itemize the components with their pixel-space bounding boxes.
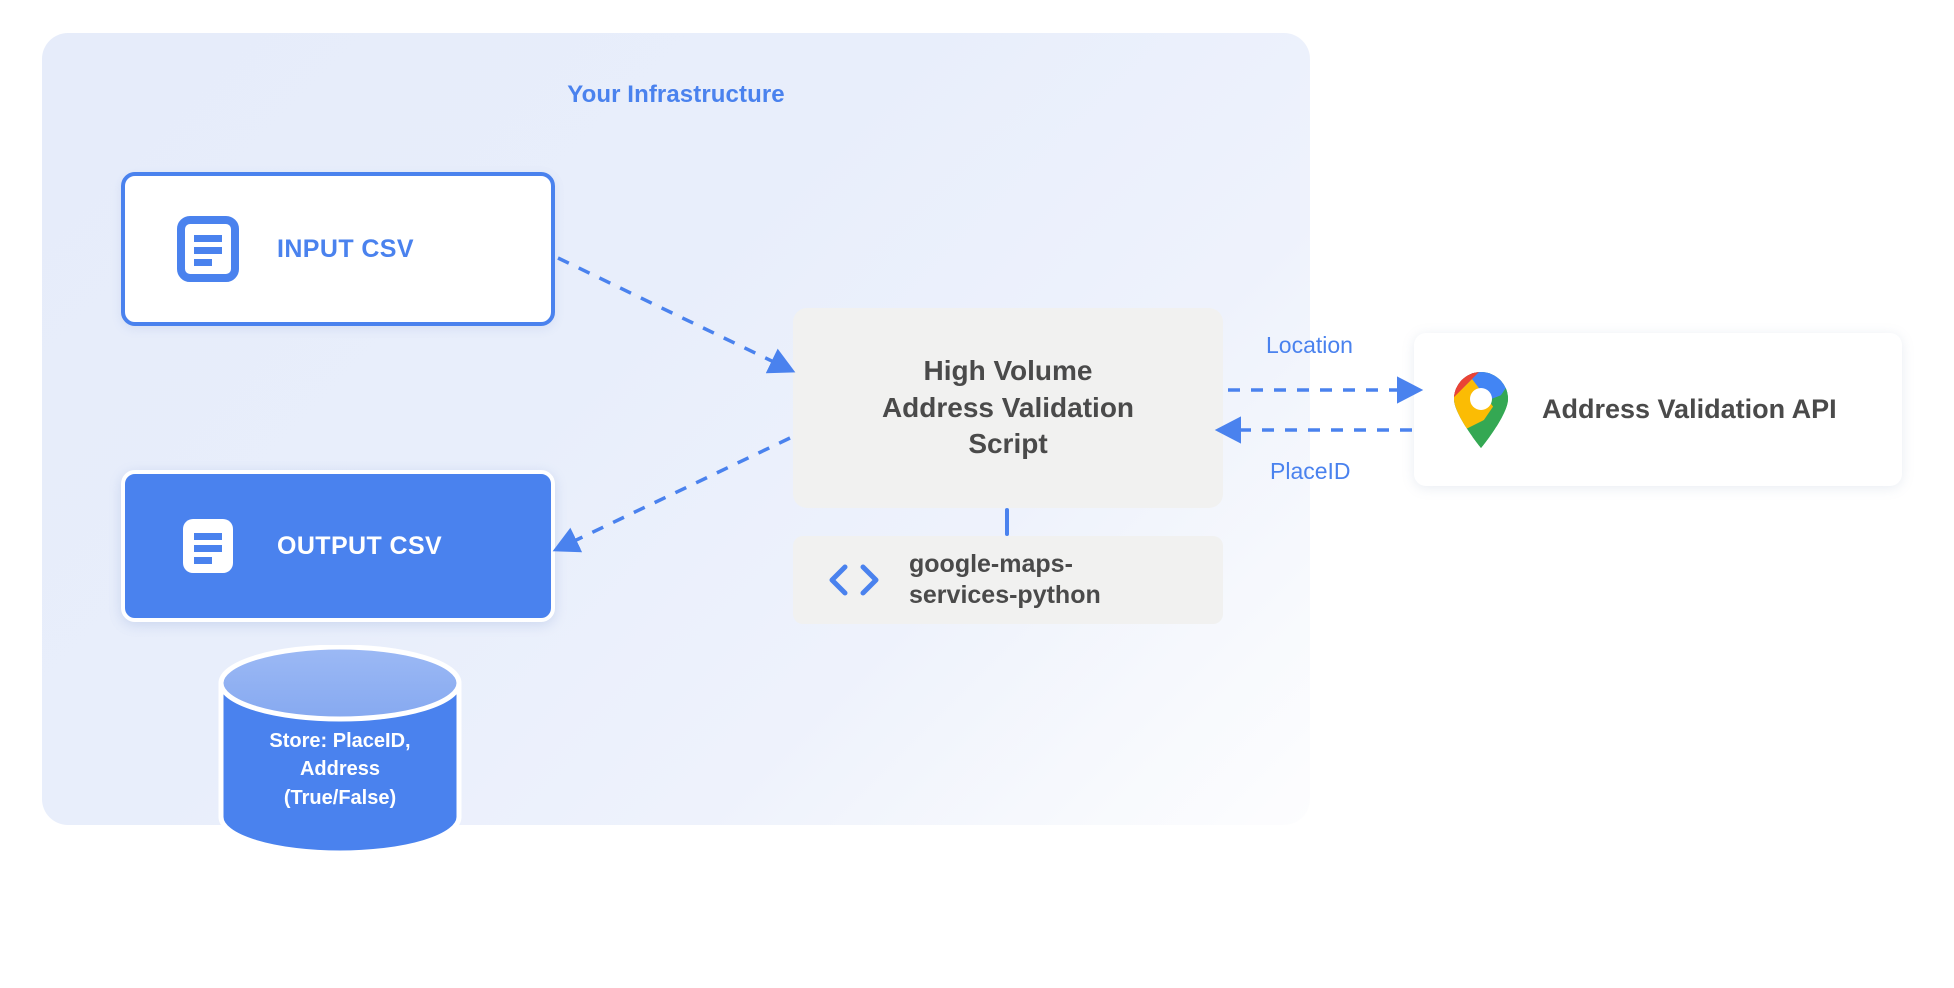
input-csv-label: INPUT CSV <box>277 234 414 263</box>
script-node[interactable]: High Volume Address Validation Script <box>793 308 1223 508</box>
code-brackets-icon <box>829 564 879 596</box>
script-line-1: High Volume <box>923 354 1093 386</box>
document-icon <box>183 519 233 573</box>
script-line-2: Address Validation <box>881 391 1135 423</box>
edge-label-placeid: PlaceID <box>1270 458 1351 484</box>
database-cylinder-shape <box>218 644 462 856</box>
library-line-1: google-maps- <box>909 549 1073 578</box>
library-line-2: services-python <box>909 581 1101 609</box>
database-node[interactable]: Store: PlaceID, Address (True/False) <box>215 644 465 863</box>
script-line-3: Script <box>968 428 1048 460</box>
script-label: High Volume Address Validation Script <box>864 353 1152 464</box>
input-csv-node[interactable]: INPUT CSV <box>121 172 555 326</box>
library-node[interactable]: google-maps- services-python <box>793 536 1223 624</box>
infrastructure-title: Your Infrastructure <box>567 81 785 108</box>
address-validation-api-label: Address Validation API <box>1542 394 1837 424</box>
output-csv-label: OUTPUT CSV <box>277 531 443 560</box>
script-library-connector <box>1005 508 1009 536</box>
google-maps-pin-icon <box>1454 371 1508 448</box>
output-csv-node[interactable]: OUTPUT CSV <box>121 470 555 622</box>
library-label: google-maps- services-python <box>909 549 1101 612</box>
document-icon <box>177 216 239 282</box>
edge-label-location: Location <box>1266 332 1353 358</box>
address-validation-api-node[interactable]: Address Validation API <box>1414 333 1902 486</box>
